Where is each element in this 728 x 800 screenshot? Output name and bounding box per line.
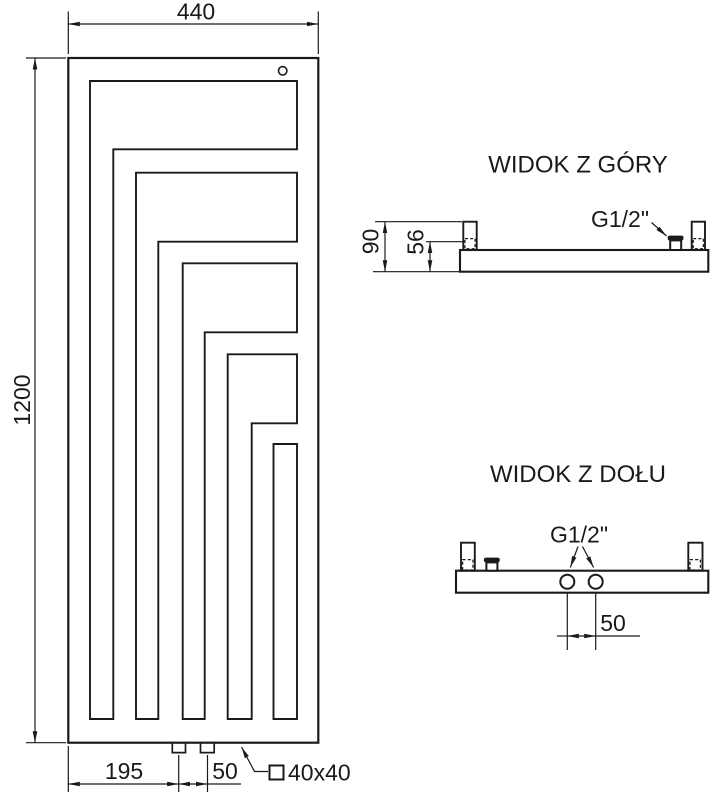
- valve-fitting-cap: [483, 557, 500, 563]
- thread-leader-line: [651, 222, 667, 237]
- radiator-profile-bar: [454, 569, 710, 594]
- top-view-drawing: [458, 220, 710, 273]
- dim-bracket-height-label: 90: [358, 229, 384, 255]
- dim-hole-axis-label: 56: [403, 229, 429, 255]
- square-profile-symbol: [268, 764, 285, 781]
- dimension-width: 440: [67, 0, 319, 54]
- bottom-view-title: WIDOK Z DOŁU: [490, 461, 666, 488]
- top-view-thread-callout: G1/2": [591, 206, 667, 237]
- wall-bracket-left: [462, 220, 478, 251]
- dimension-bottom-offsets: 195 50: [67, 746, 241, 792]
- bracket-hole-left: [461, 558, 474, 571]
- meander-slot-2: [135, 171, 298, 720]
- front-view-drawing: [67, 56, 320, 754]
- top-view: WIDOK Z GÓRY 90 56 G1/2": [358, 152, 710, 273]
- valve-fitting-body: [485, 561, 499, 572]
- meander-slot-3: [181, 262, 298, 720]
- top-view-title: WIDOK Z GÓRY: [488, 152, 668, 179]
- bottom-view: WIDOK Z DOŁU G1/2" 50: [454, 461, 710, 650]
- thread-size-label: G1/2": [591, 206, 649, 232]
- profile-leader-line: [240, 746, 268, 773]
- bracket-hole-left: [464, 237, 476, 250]
- dim-spacing-label: 50: [212, 758, 238, 784]
- profile-label: 40x40: [288, 760, 351, 786]
- radiator-outline: [67, 56, 320, 744]
- connection-stub-right: [199, 742, 216, 754]
- bottom-view-dimensions: 50: [557, 593, 640, 650]
- wall-bracket-right: [690, 220, 706, 251]
- meander-slot-1: [89, 80, 298, 720]
- dim-width-label: 440: [177, 0, 215, 25]
- connection-port-left: [559, 573, 576, 590]
- dim-offset-label: 195: [105, 758, 143, 784]
- bottom-view-drawing: [454, 541, 710, 594]
- vent-hole: [277, 65, 288, 76]
- thread-leader-line-right: [581, 546, 595, 568]
- front-view: 440 1200 195 50 40x40: [9, 0, 351, 792]
- valve-fitting-body: [669, 239, 683, 251]
- dim-height-label: 1200: [9, 374, 35, 425]
- dim-port-spacing-label: 50: [600, 610, 626, 636]
- radiator-profile-bar: [458, 248, 710, 273]
- meander-slot-4: [226, 353, 298, 720]
- wall-bracket-right: [687, 541, 704, 572]
- meander-slot-5: [272, 443, 298, 720]
- thread-size-label: G1/2": [550, 522, 608, 548]
- dimension-height: 1200: [9, 57, 66, 744]
- top-view-dimensions: 90 56: [358, 221, 464, 273]
- bottom-view-thread-callout: G1/2": [550, 522, 608, 568]
- bracket-hole-right: [692, 237, 705, 250]
- profile-callout: 40x40: [240, 746, 351, 786]
- thread-leader-line-left: [569, 546, 579, 568]
- wall-bracket-left: [460, 541, 476, 572]
- bracket-hole-right: [689, 558, 702, 571]
- connection-stub-left: [171, 742, 187, 754]
- valve-fitting-cap: [667, 235, 684, 241]
- connection-port-right: [587, 573, 604, 590]
